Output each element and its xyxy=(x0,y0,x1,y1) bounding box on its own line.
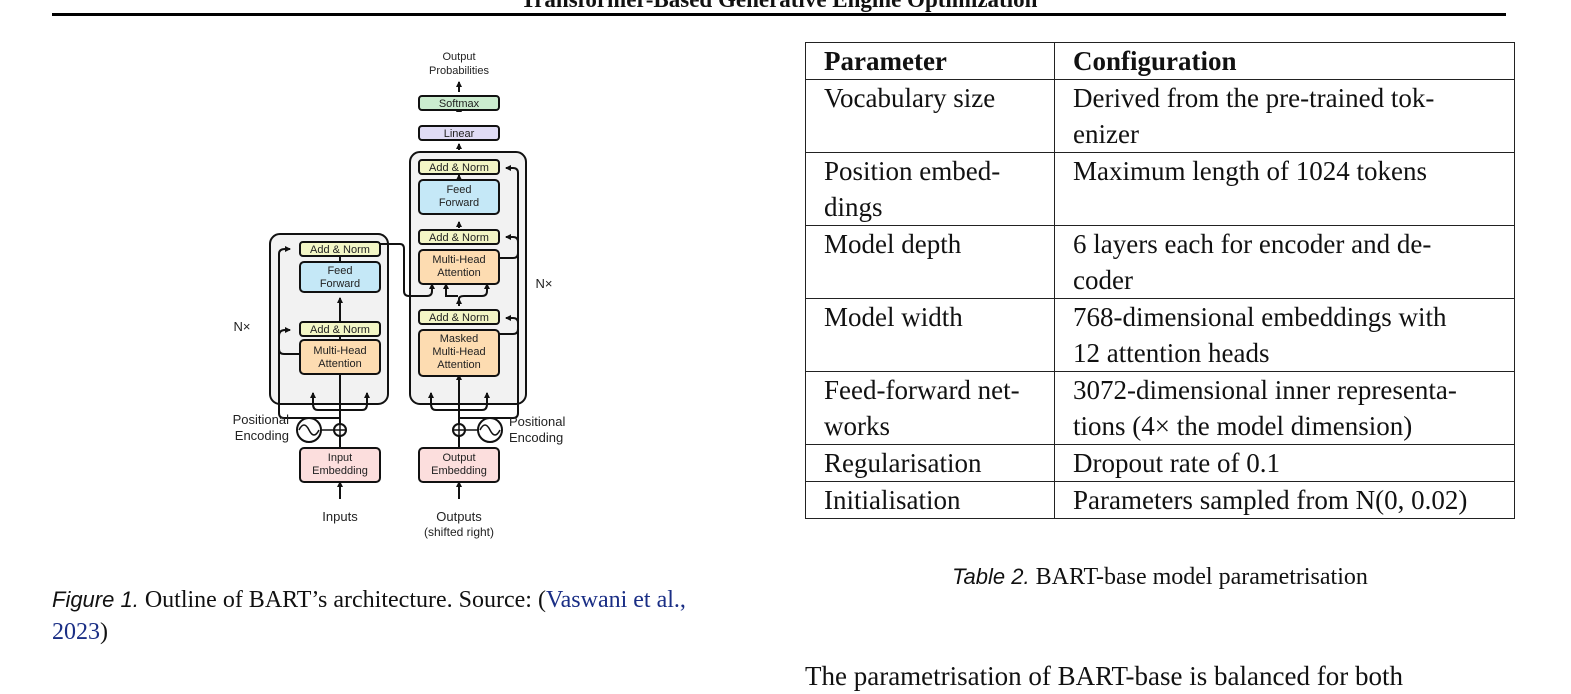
figure-caption-close: ) xyxy=(100,619,108,645)
output-embedding-box xyxy=(418,447,500,483)
output-probabilities-label-1: Output xyxy=(442,51,475,63)
decoder-add-norm-1 xyxy=(418,309,500,325)
outputs-label-1: Outputs xyxy=(436,509,482,524)
encoder-attention-box xyxy=(299,339,381,375)
header-rule xyxy=(52,13,1506,16)
table-cell-configuration: Dropout rate of 0.1 xyxy=(1054,444,1515,482)
table-row: Initialisation Parameters sampled from N… xyxy=(805,481,1515,519)
masked-attention-label-2: Multi-Head xyxy=(432,346,485,358)
table-caption: Table 2. BART-base model parametrisation xyxy=(805,561,1515,593)
positional-encoding-left-label-1: Positional xyxy=(233,412,289,427)
linear-box xyxy=(418,125,500,141)
table-caption-label: Table 2. xyxy=(952,564,1030,589)
input-embedding-label-1: Input xyxy=(328,452,352,464)
output-embedding-label-2: Embedding xyxy=(431,465,487,477)
decoder-add-norm-1-label: Add & Norm xyxy=(429,312,489,324)
table-row: Feed-forward net-works 3072-dimensional … xyxy=(805,371,1515,445)
decoder-add-norm-3 xyxy=(418,159,500,175)
encoder-attention-label-2: Attention xyxy=(318,358,361,370)
running-header: Transformer-Based Generative Engine Opti… xyxy=(52,0,1506,14)
inputs-label: Inputs xyxy=(322,509,358,524)
table-cell-configuration: Derived from the pre-trained tok-enizer xyxy=(1054,79,1515,153)
masked-attention-box xyxy=(418,329,500,377)
table-cell-parameter: Initialisation xyxy=(805,481,1055,519)
encoder-add-norm-2-label: Add & Norm xyxy=(310,244,370,256)
table-cell-parameter: Regularisation xyxy=(805,444,1055,482)
table-cell-configuration: Parameters sampled from N(0, 0.02) xyxy=(1054,481,1515,519)
table-cell-parameter: Position embed-dings xyxy=(805,152,1055,226)
table-row: Model depth 6 layers each for encoder an… xyxy=(805,225,1515,299)
citation-link-author[interactable]: Vaswani et al., xyxy=(545,587,686,613)
encoder-add-norm-1 xyxy=(299,321,381,337)
encoder-feed-forward-box xyxy=(299,261,381,293)
table-cell-parameter: Model depth xyxy=(805,225,1055,299)
citation-link-year[interactable]: 2023 xyxy=(52,619,100,645)
figure-caption: Figure 1. Outline of BART’s architecture… xyxy=(52,587,686,645)
encoder-feed-forward-label-1: Feed xyxy=(327,265,352,277)
input-embedding-label-2: Embedding xyxy=(312,465,368,477)
decoder-cross-attention-box xyxy=(418,249,500,285)
decoder-feed-forward-label-1: Feed xyxy=(446,184,471,196)
figure-caption-label: Figure 1. xyxy=(52,587,139,612)
input-embedding-box xyxy=(299,447,381,483)
decoder-feed-forward-label-2: Forward xyxy=(439,197,479,209)
table-cell-configuration: 6 layers each for encoder and de-coder xyxy=(1054,225,1515,299)
output-probabilities-label-2: Probabilities xyxy=(429,65,489,77)
figure-caption-text: Outline of BART’s architecture. Source: xyxy=(138,587,538,613)
table-cell-configuration: Maximum length of 1024 tokens xyxy=(1054,152,1515,226)
table-header-row: Parameter Configuration xyxy=(805,42,1515,80)
encoder-add-norm-1-label: Add & Norm xyxy=(310,324,370,336)
output-embedding-label-1: Output xyxy=(442,452,475,464)
table-header-parameter: Parameter xyxy=(805,42,1055,80)
decoder-add-norm-2-label: Add & Norm xyxy=(429,232,489,244)
nx-right-label: N× xyxy=(536,276,553,291)
table-row: Position embed-dings Maximum length of 1… xyxy=(805,152,1515,226)
nx-left-label: N× xyxy=(234,319,251,334)
masked-attention-label-3: Attention xyxy=(437,359,480,371)
masked-attention-label-1: Masked xyxy=(440,333,479,345)
cross-attention-label-2: Attention xyxy=(437,267,480,279)
table-cell-parameter: Model width xyxy=(805,298,1055,372)
table-row: Regularisation Dropout rate of 0.1 xyxy=(805,444,1515,482)
decoder-add-norm-3-label: Add & Norm xyxy=(429,162,489,174)
positional-encoding-right-label-1: Positional xyxy=(509,414,565,429)
table-cell-configuration: 3072-dimensional inner representa-tions … xyxy=(1054,371,1515,445)
encoder-attention-label-1: Multi-Head xyxy=(313,345,366,357)
encoder-feed-forward-label-2: Forward xyxy=(320,278,360,290)
table-caption-text: BART-base model parametrisation xyxy=(1029,564,1368,590)
decoder-feed-forward-box xyxy=(418,179,500,215)
encoder-add-norm-2 xyxy=(299,241,381,257)
softmax-label: Softmax xyxy=(439,98,480,110)
cross-attention-label-1: Multi-Head xyxy=(432,254,485,266)
decoder-add-norm-2 xyxy=(418,229,500,245)
body-paragraph: The parametrisation of BART-base is bala… xyxy=(805,661,1403,691)
table-row: Vocabulary size Derived from the pre-tra… xyxy=(805,79,1515,153)
positional-encoding-left-label-2: Encoding xyxy=(235,428,289,443)
table-cell-parameter: Vocabulary size xyxy=(805,79,1055,153)
table-cell-parameter: Feed-forward net-works xyxy=(805,371,1055,445)
table-header-configuration: Configuration xyxy=(1054,42,1515,80)
figure-architecture-diagram: Output Probabilities Softmax Linear Add … xyxy=(222,44,592,544)
transformer-diagram: Output Probabilities Softmax Linear Add … xyxy=(233,51,566,539)
linear-label: Linear xyxy=(444,128,475,140)
table-row: Model width 768-dimensional embeddings w… xyxy=(805,298,1515,372)
parameter-table: Parameter Configuration Vocabulary size … xyxy=(805,42,1515,519)
outputs-label-2: (shifted right) xyxy=(424,525,494,539)
encoder-block xyxy=(269,233,389,405)
softmax-box xyxy=(418,95,500,111)
positional-encoding-right-label-2: Encoding xyxy=(509,430,563,445)
